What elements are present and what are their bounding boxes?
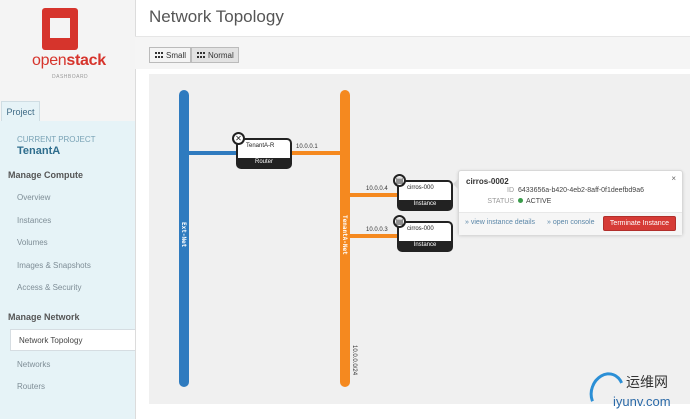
router-ip: 10.0.0.1 [296,144,318,150]
instance-type-label: Instance [399,200,451,209]
instance-icon: ▤ [393,174,406,187]
sidebar-item-overview[interactable]: Overview [17,193,51,202]
router-icon: ✕ [232,132,245,145]
terminate-instance-button[interactable]: Terminate Instance [603,216,676,231]
ext-net-bar[interactable] [179,90,189,387]
instance2-ip: 10.0.0.3 [366,227,388,233]
instance-detail-popup: cirros-0002 × ID 6433656a-b420-4eb2-8aff… [453,170,683,235]
normal-view-label: Normal [208,51,234,60]
tab-project[interactable]: Project [1,101,40,122]
current-project-label: CURRENT PROJECT [17,135,96,144]
manage-compute-heading: Manage Compute [8,170,84,180]
manage-network-heading: Manage Network [8,312,80,322]
sidebar-tabs: Project [0,101,135,122]
instance-name: cirros-000 [407,185,434,191]
sidebar-item-routers[interactable]: Routers [17,382,46,391]
sidebar-item-images-snapshots[interactable]: Images & Snapshots [17,261,91,270]
small-view-button[interactable]: Small [149,47,191,63]
instance-node[interactable]: ▤ cirros-000 Instance [393,174,453,211]
instance1-link [350,193,400,197]
router-type-label: Router [238,158,290,167]
small-view-label: Small [166,51,187,60]
popup-id-label: ID [507,187,514,194]
tenant-net-cidr: 10.0.0.0/24 [351,345,357,376]
normal-view-button[interactable]: Normal [191,47,239,63]
instance-node[interactable]: ▤ cirros-000 Instance [393,215,453,252]
view-toolbar: Small Normal [135,36,690,69]
watermark-cn: 运维网 [626,374,668,390]
sidebar: openstack DASHBOARD Project CURRENT PROJ… [0,0,136,419]
tenant-net-bar[interactable] [340,90,350,387]
page-title: Network Topology [149,7,284,26]
sidebar-item-volumes[interactable]: Volumes [17,238,48,247]
sidebar-item-instances[interactable]: Instances [17,216,52,225]
instance-type-label: Instance [399,241,451,250]
popup-arrow [453,178,459,190]
openstack-logo[interactable]: openstack DASHBOARD [28,8,108,90]
sidebar-item-networks[interactable]: Networks [17,360,51,369]
project-panel: CURRENT PROJECT TenantA Manage Compute O… [0,121,135,419]
watermark-url: iyunv.com [613,394,671,409]
router-node[interactable]: ✕ TenantA-R Router [232,132,292,169]
instance-name: cirros-000 [407,226,434,232]
popup-id-value: 6433656a-b420-4eb2-8aff-0f1deefbd9a6 [518,187,644,194]
instance-icon: ▤ [393,215,406,228]
view-instance-details-link[interactable]: » view instance details [465,219,536,226]
router-name: TenantA-R [246,143,275,149]
popup-instance-name: cirros-0002 [466,177,509,186]
ext-net-label: Ext-Net [180,222,187,248]
brand-name-light: open [32,52,67,69]
grid-icon [197,52,205,59]
sidebar-item-access-security[interactable]: Access & Security [17,283,82,292]
brand-subtitle: DASHBOARD [52,74,89,80]
swirl-icon [584,367,630,417]
tenant-net-label: TenantA-Net [341,215,348,255]
popup-status-label: STATUS [487,198,514,205]
current-project-name[interactable]: TenantA [17,145,61,157]
status-dot-icon [518,198,523,203]
popup-footer: » view instance details » open console T… [459,212,682,235]
instance2-link [350,234,400,238]
watermark-logo: 运维网 iyunv.com [584,367,688,417]
router-ext-link [189,151,239,155]
close-icon[interactable]: × [671,174,676,183]
instance1-ip: 10.0.0.4 [366,186,388,192]
router-tenant-link [276,151,340,155]
open-console-link[interactable]: » open console [547,219,595,226]
popup-status-value: ACTIVE [526,198,552,205]
openstack-logo-icon [42,8,78,50]
brand-name-bold: stack [66,52,106,69]
popup-status: ACTIVE [518,198,551,205]
grid-icon [155,52,163,59]
sidebar-item-network-topology[interactable]: Network Topology [10,329,135,351]
